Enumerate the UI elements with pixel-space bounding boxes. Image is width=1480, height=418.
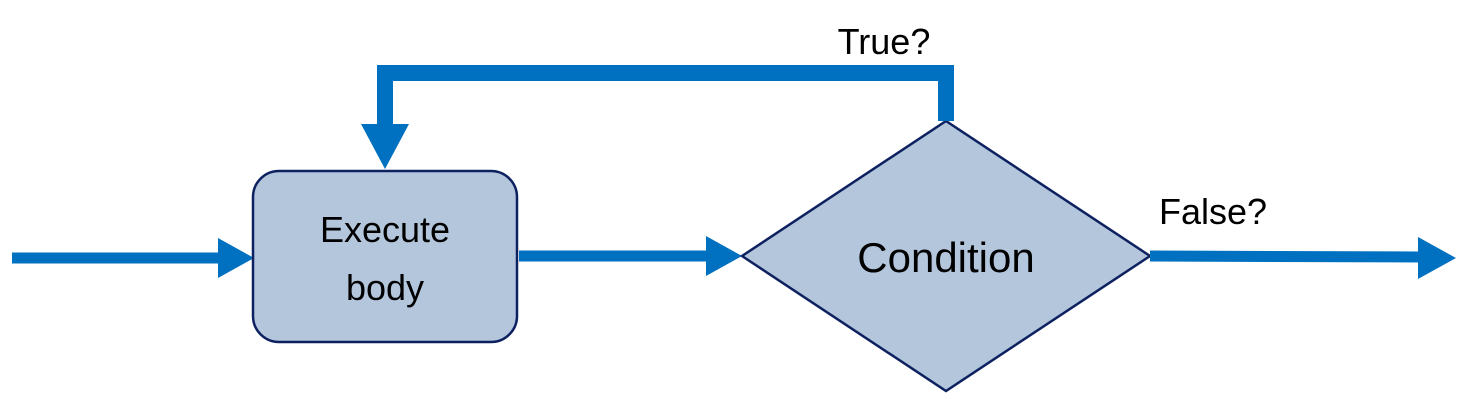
entry-arrow bbox=[12, 238, 254, 278]
execute-body-label-line1: Execute bbox=[320, 209, 450, 250]
true-branch-label: True? bbox=[838, 21, 931, 62]
execute-body-node: Execute body bbox=[251, 169, 519, 344]
condition-label: Condition bbox=[857, 234, 1034, 281]
body-to-condition-arrow bbox=[519, 236, 742, 276]
true-loop-arrow bbox=[361, 65, 954, 169]
false-exit-arrow bbox=[1149, 237, 1456, 279]
execute-body-label-line2: body bbox=[346, 267, 424, 308]
condition-node: Condition bbox=[739, 119, 1153, 393]
false-branch-label: False? bbox=[1159, 191, 1267, 232]
